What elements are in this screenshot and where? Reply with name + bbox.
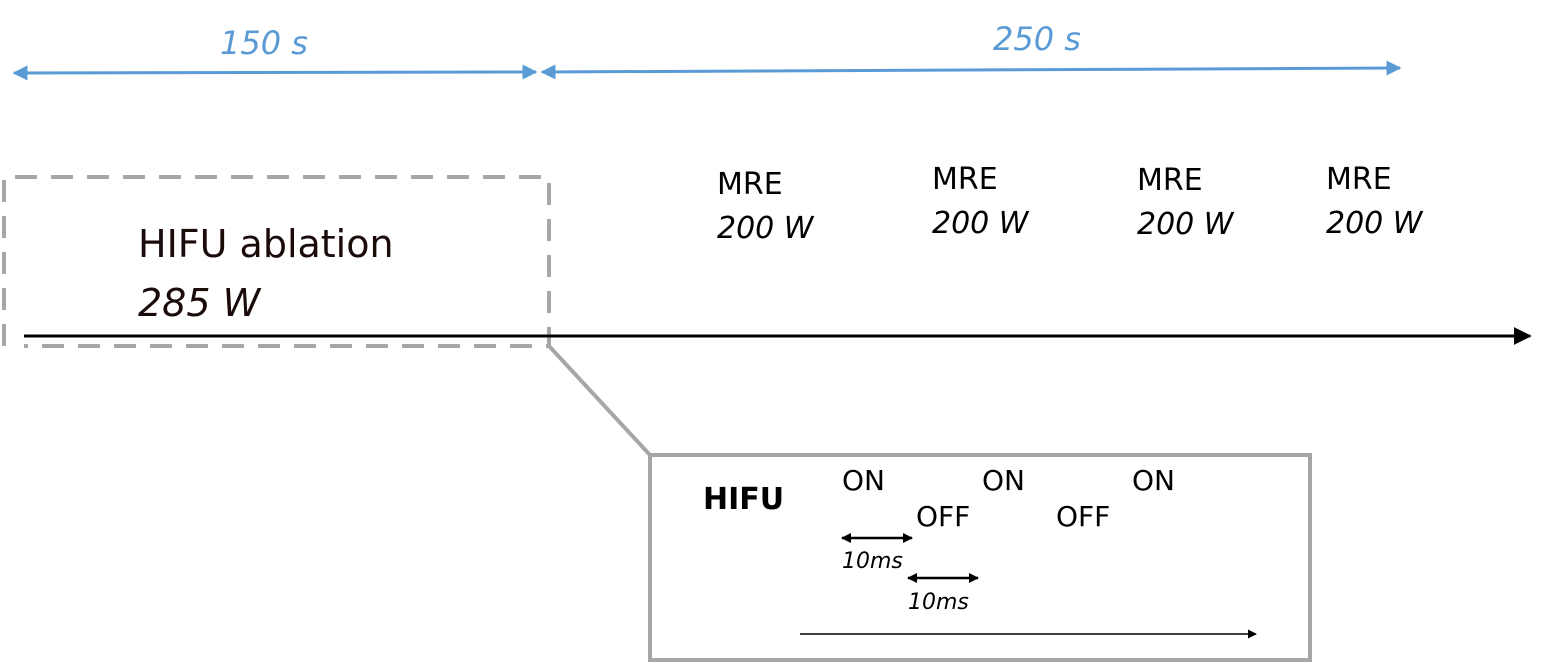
mre-label-3: MRE [1137,163,1203,198]
ablation-dashed-box [2,175,551,348]
duration-arrow-150s [12,64,538,81]
duration-label-250s: 250 s [993,20,1081,58]
mre-power-4: 200 W [1326,206,1424,241]
mre-label-4: MRE [1326,162,1392,197]
ablation-title: HIFU ablation [138,222,394,266]
interval-label-2: 10ms [908,590,969,615]
mre-power-3: 200 W [1137,207,1235,242]
interval-label-1: 10ms [842,549,903,574]
inset-on-label-3: ON [1132,464,1175,497]
mre-power-2: 200 W [932,206,1030,241]
mre-label-1: MRE [717,167,783,202]
duration-arrow-250s [540,60,1402,80]
inset-off-label-1: OFF [916,500,970,533]
inset-box [648,453,1312,662]
zoom-connector-line [547,344,652,457]
inset-on-label-1: ON [842,464,885,497]
mre-label-2: MRE [932,162,998,197]
inset-hifu-title: HIFU [703,482,784,517]
duration-label-150s: 150 s [220,24,308,62]
inset-on-label-2: ON [982,464,1025,497]
ablation-power: 285 W [138,281,262,325]
mre-power-1: 200 W [717,211,815,246]
inset-off-label-2: OFF [1056,500,1110,533]
